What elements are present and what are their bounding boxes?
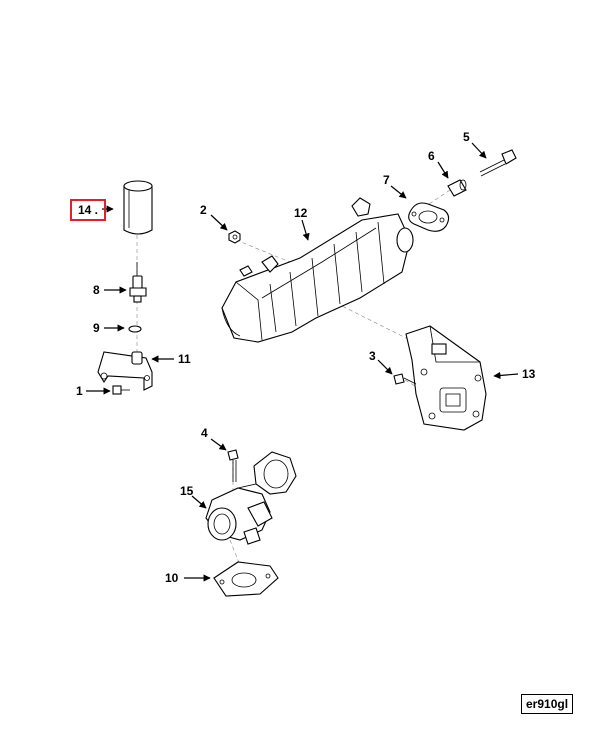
part-14-sleeve xyxy=(123,180,153,235)
part-8-sensor xyxy=(129,262,147,303)
part-9-o-ring xyxy=(128,325,142,333)
part-12-egr-cooler xyxy=(221,197,414,343)
part-3-bolt xyxy=(393,373,417,385)
part-4-bolt xyxy=(227,449,239,482)
leader-arrows xyxy=(86,142,519,582)
callout-4[interactable]: 4 xyxy=(201,426,208,440)
part-11-bracket xyxy=(97,351,153,391)
callout-10[interactable]: 10 xyxy=(165,571,179,585)
part-7-gasket xyxy=(408,202,450,232)
callout-13[interactable]: 13 xyxy=(522,367,536,381)
callout-1[interactable]: 1 xyxy=(76,384,83,398)
callout-2[interactable]: 2 xyxy=(200,203,207,217)
reference-code-label: er910gl xyxy=(521,694,574,714)
part-2-nut xyxy=(228,230,241,244)
part-5-bolt xyxy=(479,149,517,177)
callout-6[interactable]: 6 xyxy=(428,149,435,163)
callout-7[interactable]: 7 xyxy=(383,173,390,187)
callout-12[interactable]: 12 xyxy=(294,206,308,220)
part-1-bolt xyxy=(112,385,130,395)
part-6-spacer xyxy=(447,179,467,197)
part-13-bracket xyxy=(405,325,487,431)
callout-5[interactable]: 5 xyxy=(463,130,470,144)
part-15-egr-valve xyxy=(205,451,297,545)
callout-9[interactable]: 9 xyxy=(93,321,100,335)
callout-14[interactable]: 14 . xyxy=(70,199,107,221)
part-10-gasket xyxy=(213,561,279,597)
callout-3[interactable]: 3 xyxy=(369,349,376,363)
callout-15[interactable]: 15 xyxy=(180,484,194,498)
callout-11[interactable]: 11 xyxy=(178,352,191,366)
callout-8[interactable]: 8 xyxy=(93,283,100,297)
